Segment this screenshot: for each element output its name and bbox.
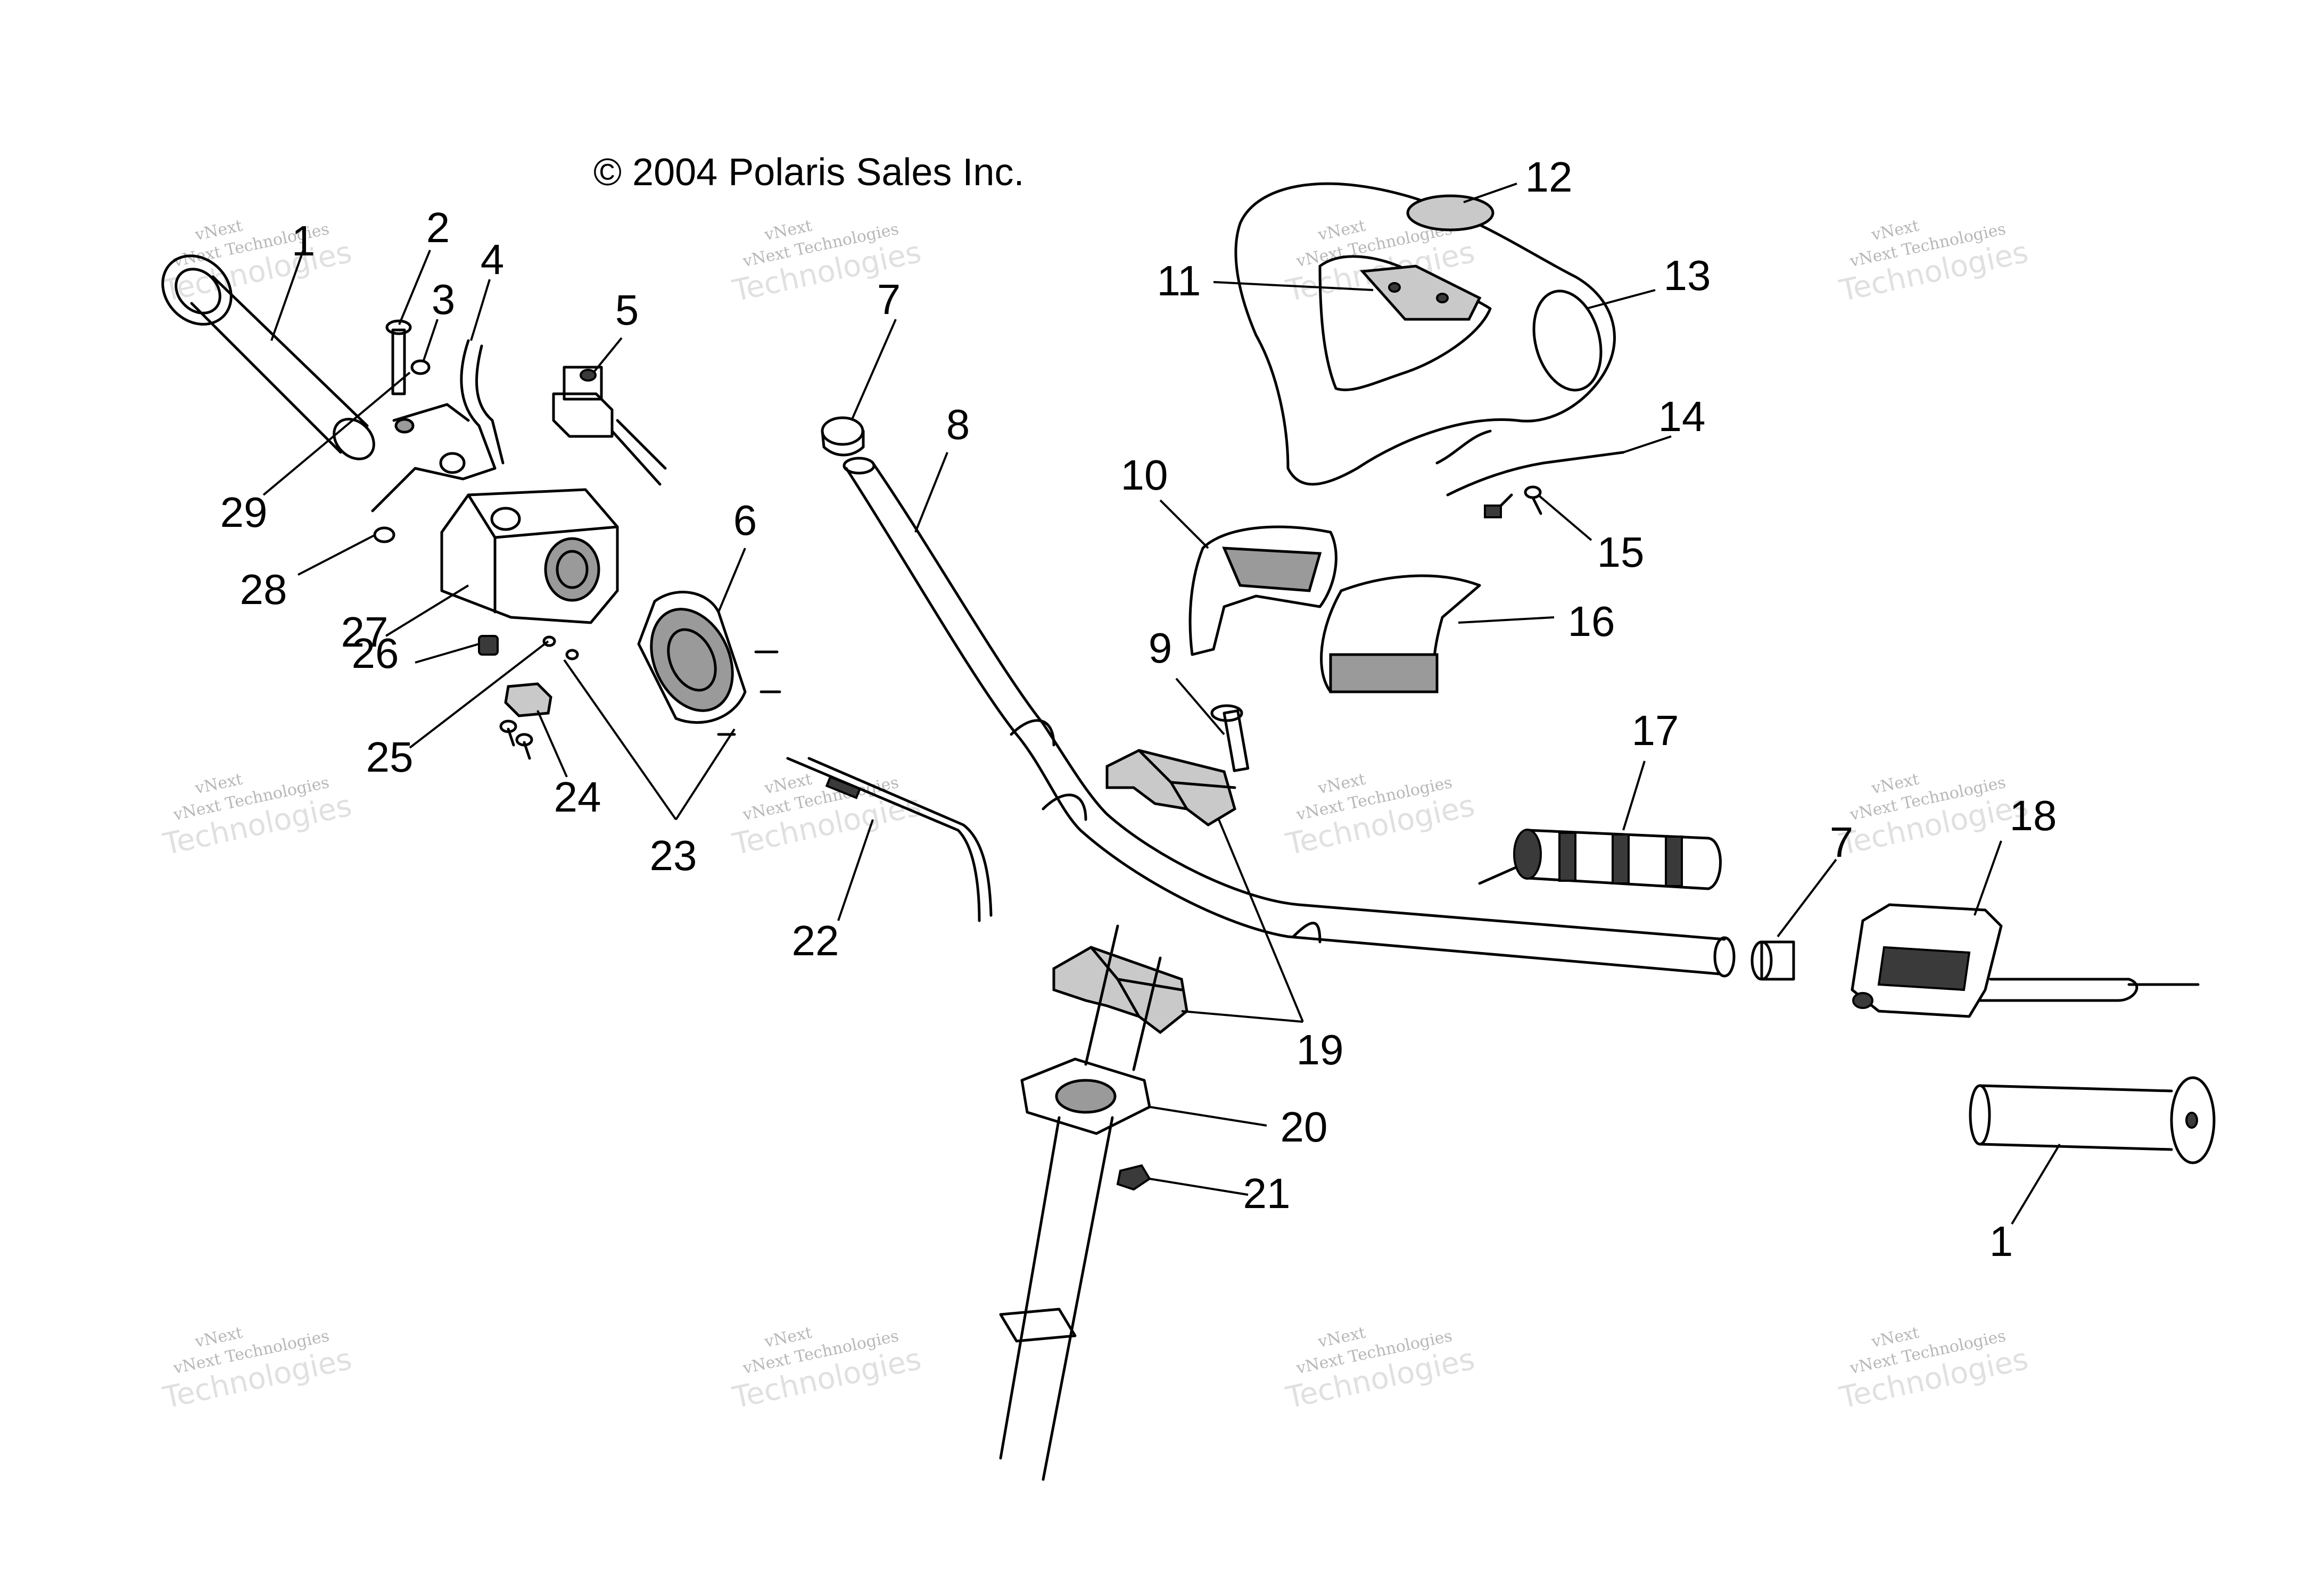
watermark: vNext vNext Technologies Technologies — [729, 770, 924, 862]
callout-17: 17 — [1632, 707, 1679, 754]
callout-2: 2 — [426, 204, 450, 251]
callout-21: 21 — [1243, 1170, 1291, 1217]
handlebar-part — [843, 457, 1736, 978]
cover-bracket-part — [1359, 264, 1482, 321]
callout-1: 1 — [292, 217, 316, 264]
callout-24: 24 — [554, 773, 601, 821]
washer-part — [410, 359, 431, 375]
callout-23: 23 — [650, 832, 697, 879]
nut-part — [373, 526, 395, 543]
callout-19: 19 — [1297, 1026, 1344, 1073]
block-part — [478, 635, 499, 656]
heated-grip-part — [1478, 829, 1722, 890]
callout-1-right: 1 — [1989, 1218, 2013, 1265]
throttle-housing-part — [440, 488, 619, 624]
wire-harness-part — [1446, 451, 1625, 518]
callout-12: 12 — [1525, 153, 1573, 201]
watermark: vNext vNext Technologies Technologies — [1283, 770, 1477, 862]
callout-22: 22 — [792, 917, 839, 964]
watermark: vNext vNext Technologies Technologies — [160, 217, 354, 309]
watermark: vNext vNext Technologies Technologies — [1836, 1324, 2031, 1416]
watermark: vNext vNext Technologies Technologies — [160, 770, 354, 862]
small-screw-part — [1524, 485, 1542, 515]
handlebar-clamp-upper-part — [1105, 749, 1236, 827]
watermark: vNext vNext Technologies Technologies — [1283, 1324, 1477, 1416]
callout-20: 20 — [1281, 1103, 1328, 1151]
mounting-plate-part — [1020, 1057, 1151, 1135]
brake-lever-assembly-part — [1851, 903, 2200, 1018]
switch-part — [552, 366, 667, 486]
clamp-bolt-part — [1210, 704, 1250, 772]
copyright-text: © 2004 Polaris Sales Inc. — [593, 151, 1024, 194]
lever-cover-part — [1188, 525, 1337, 656]
callout-10: 10 — [1121, 451, 1168, 499]
cover-plate-part — [499, 682, 552, 760]
lever-cover-right-part — [1320, 574, 1481, 693]
callout-29: 29 — [220, 489, 268, 536]
control-module-part — [637, 591, 781, 736]
callout-4: 4 — [481, 236, 505, 283]
callout-6: 6 — [733, 497, 757, 544]
throttle-cable-part — [786, 757, 993, 922]
flange-nut-part — [1116, 1164, 1151, 1191]
callout-14: 14 — [1658, 393, 1706, 440]
callout-11: 11 — [1157, 257, 1201, 304]
end-plug-left-part — [821, 416, 865, 457]
end-plug-right-part — [1750, 940, 1795, 981]
callout-7-right: 7 — [1830, 818, 1854, 866]
callout-5: 5 — [615, 286, 639, 334]
watermark: vNext vNext Technologies Technologies — [1836, 217, 2031, 309]
right-grip-part — [1969, 1076, 2216, 1164]
callout-9: 9 — [1149, 624, 1172, 672]
callout-16: 16 — [1568, 598, 1615, 645]
callout-27: 27 — [341, 608, 389, 656]
callout-8: 8 — [946, 401, 970, 448]
watermark: vNext vNext Technologies Technologies — [729, 1324, 924, 1416]
decal-part — [1406, 194, 1494, 231]
callout-25: 25 — [366, 733, 414, 781]
throttle-lever-part — [371, 339, 505, 512]
watermark: vNext vNext Technologies Technologies — [160, 1324, 354, 1416]
washer-set-part — [542, 635, 579, 660]
leader-lines — [262, 183, 2061, 1225]
callout-7: 7 — [877, 276, 901, 323]
callout-3: 3 — [432, 276, 456, 323]
callout-28: 28 — [240, 566, 287, 613]
callout-26: 26 — [352, 630, 399, 677]
steering-post-part — [999, 924, 1162, 1481]
callout-13: 13 — [1664, 252, 1711, 299]
left-grip-part — [161, 254, 375, 460]
callout-18: 18 — [2010, 792, 2057, 839]
screw-part — [385, 319, 412, 395]
callout-numbers: 1 2 3 4 5 6 7 8 9 10 11 12 13 14 15 16 1… — [220, 153, 2057, 1265]
callout-15: 15 — [1597, 528, 1645, 576]
handlebar-clamp-lower-part — [1052, 946, 1188, 1035]
